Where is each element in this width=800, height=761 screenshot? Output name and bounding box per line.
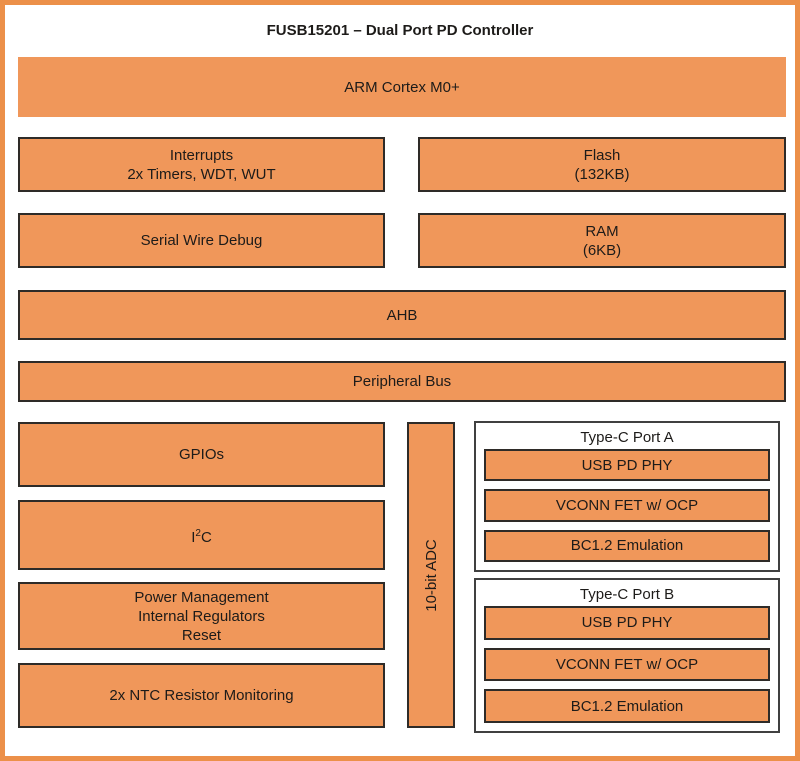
block-gpios: GPIOs [18, 422, 385, 487]
block-power-management-line1: Power Management [134, 588, 269, 606]
block-power-management-line3: Reset [181, 626, 222, 644]
block-ahb-label: AHB [386, 306, 418, 324]
block-peripheral-bus: Peripheral Bus [18, 361, 786, 402]
block-interrupts-line1: Interrupts [169, 146, 234, 164]
block-flash-line1: Flash [583, 146, 621, 164]
diagram-canvas: FUSB15201 – Dual Port PD Controller ARM … [5, 5, 795, 756]
port-a-vconn-fet: VCONN FET w/ OCP [484, 489, 770, 522]
block-adc-label: 10-bit ADC [422, 538, 440, 612]
typec-port-b-title: Type-C Port B [579, 586, 675, 603]
port-b-bc12-emulation: BC1.2 Emulation [484, 689, 770, 724]
i2c-base: I [191, 528, 196, 546]
block-ntc-monitoring: 2x NTC Resistor Monitoring [18, 663, 385, 728]
block-i2c: I2C [18, 500, 385, 570]
block-ram-line2: (6KB) [582, 241, 622, 259]
typec-port-b-items: USB PD PHY VCONN FET w/ OCP BC1.2 Emulat… [484, 606, 770, 724]
port-a-usb-pd-phy: USB PD PHY [484, 449, 770, 482]
typec-port-a-items: USB PD PHY VCONN FET w/ OCP BC1.2 Emulat… [484, 449, 770, 562]
block-ram: RAM (6KB) [418, 213, 786, 268]
i2c-superscript: 2 [195, 527, 201, 539]
block-ahb: AHB [18, 290, 786, 340]
block-arm-cortex-label: ARM Cortex M0+ [344, 78, 460, 96]
port-b-vconn-fet: VCONN FET w/ OCP [484, 647, 770, 682]
block-power-management: Power Management Internal Regulators Res… [18, 582, 385, 650]
block-gpios-label: GPIOs [178, 446, 224, 463]
typec-port-b-box: Type-C Port B USB PD PHY VCONN FET w/ OC… [474, 578, 780, 733]
block-i2c-label: I2C [191, 524, 212, 547]
diagram-title: FUSB15201 – Dual Port PD Controller [266, 22, 534, 39]
block-serial-wire-debug-label: Serial Wire Debug [140, 232, 263, 249]
port-b-usb-pd-phy: USB PD PHY [484, 606, 770, 640]
block-interrupts: Interrupts 2x Timers, WDT, WUT [18, 137, 385, 192]
block-peripheral-bus-label: Peripheral Bus [352, 373, 452, 390]
block-serial-wire-debug: Serial Wire Debug [18, 213, 385, 268]
block-flash-line2: (132KB) [574, 165, 630, 183]
i2c-tail: C [200, 528, 212, 546]
typec-port-a-title: Type-C Port A [580, 429, 674, 446]
block-power-management-line2: Internal Regulators [138, 607, 265, 625]
block-flash: Flash (132KB) [418, 137, 786, 192]
block-arm-cortex: ARM Cortex M0+ [18, 57, 786, 117]
port-a-bc12-emulation: BC1.2 Emulation [484, 529, 770, 562]
block-adc: 10-bit ADC [407, 422, 455, 728]
block-ntc-monitoring-label: 2x NTC Resistor Monitoring [109, 687, 294, 704]
block-interrupts-line2: 2x Timers, WDT, WUT [127, 165, 276, 183]
block-ram-line1: RAM [585, 222, 619, 240]
typec-port-a-box: Type-C Port A USB PD PHY VCONN FET w/ OC… [474, 421, 780, 572]
